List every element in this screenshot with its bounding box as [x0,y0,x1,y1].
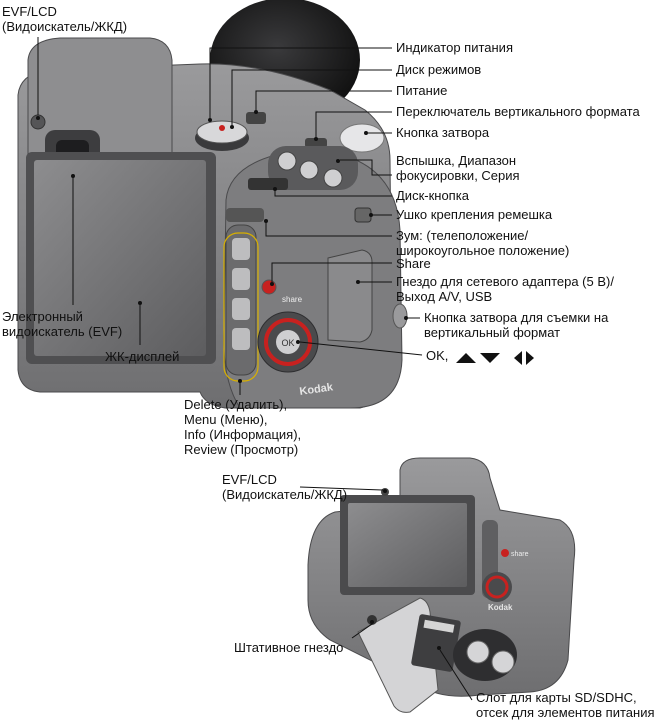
label-ok: OK, [426,348,562,365]
ok-arrow-icons [456,351,535,365]
label-lcd: ЖК-дисплей [105,349,180,364]
label-mode-dial: Диск режимов [396,62,482,77]
label-vertical-shutter-line1: Кнопка затвора для съемки на [424,310,609,325]
power-switch [246,112,266,124]
brand-top: Kodak [299,381,335,398]
label-dc-jack-line2: Выход A/V, USB [396,289,493,304]
label-buttons-line3: Info (Информация), [184,427,302,442]
label-flash-line1: Вспышка, Диапазон [396,153,517,168]
share-text-bottom: share [511,551,529,558]
label-evf-lcd-bottom-line2: (Видоискатель/ЖКД) [222,487,348,502]
label-strap-post: Ушко крепления ремешка [396,207,553,222]
share-button [261,279,277,295]
label-share: Share [396,256,431,271]
label-tripod: Штативное гнездо [234,640,344,655]
label-dc-jack-line1: Гнездо для сетевого адаптера (5 В)/ [396,274,614,289]
label-flash-line2: фокусировки, Серия [396,168,520,183]
label-jog-dial: Диск-кнопка [396,188,469,203]
label-vertical-shutter-line2: вертикальный формат [424,325,561,340]
label-zoom: Зум: (телеположение/ широкоугольное поло… [396,228,569,258]
label-flash: Вспышка, Диапазон фокусировки, Серия [396,153,520,183]
jog-dial [248,178,288,190]
triangle-right-icon [526,351,535,365]
label-vertical-shutter: Кнопка затвора для съемки на вертикальны… [424,310,608,340]
label-buttons-line4: Review (Просмотр) [184,442,299,457]
viewfinder-hump [27,37,173,161]
label-evf-lcd-top-line1: EVF/LCD [2,4,57,19]
label-evf: Электронный видоискатель (EVF) [2,309,122,339]
label-power-indicator: Индикатор питания [396,40,513,55]
label-buttons-line1: Delete (Удалить), [184,397,288,412]
label-vertical-switch: Переключатель вертикального формата [396,104,640,119]
label-buttons-line2: Menu (Меню), [184,412,268,427]
label-shutter-button: Кнопка затвора [396,125,490,140]
vertical-shutter-button [392,303,408,329]
label-buttons: Delete (Удалить), Menu (Меню), Info (Инф… [184,397,301,457]
label-ok-text: OK, [426,348,449,363]
label-zoom-line1: Зум: (телеположение/ [396,228,529,243]
label-evf-lcd-bottom: EVF/LCD (Видоискатель/ЖКД) [222,472,347,502]
label-card-slot-line1: Слот для карты SD/SDHC, [476,690,637,705]
label-power: Питание [396,83,448,98]
shutter-button [339,123,385,153]
zoom-lever [226,208,264,222]
leader-lines [36,37,473,701]
triangle-left-icon [514,351,523,365]
label-card-slot-line2: отсек для элементов питания [476,705,655,720]
port-door [327,249,373,343]
brand-bottom: Kodak [488,603,513,612]
lcd-screen [34,160,206,356]
label-evf-lcd-top: EVF/LCD (Видоискатель/ЖКД) [2,4,127,34]
strap-post [354,207,372,223]
triangle-up-icon [456,353,477,363]
share-text-top: share [282,295,303,304]
label-zoom-line2: широкоугольное положение) [396,243,570,258]
label-evf-line2: видоискатель (EVF) [2,324,123,339]
label-evf-lcd-bottom-line1: EVF/LCD [222,472,277,487]
label-dc-jack: Гнездо для сетевого адаптера (5 В)/ Выхо… [396,274,614,304]
triangle-down-icon [480,353,501,363]
vertical-switch [305,138,327,148]
label-evf-line1: Электронный [2,309,83,324]
label-card-slot: Слот для карты SD/SDHC, отсек для элемен… [476,690,655,720]
label-evf-lcd-top-line2: (Видоискатель/ЖКД) [2,19,128,34]
ok-button-text: OK [281,338,294,348]
